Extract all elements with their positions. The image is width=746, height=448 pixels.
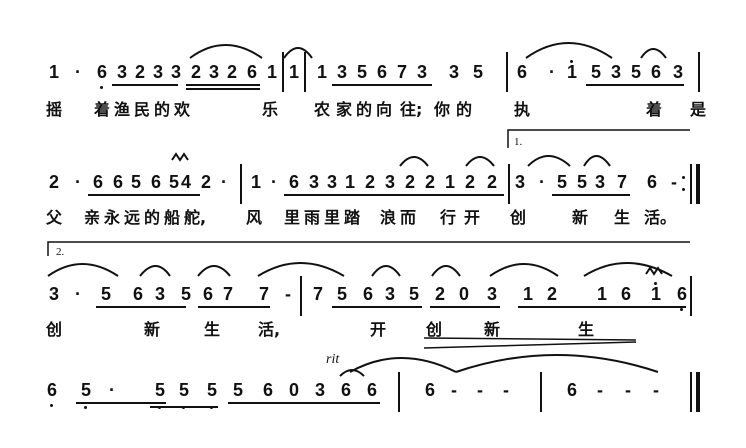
lyric-2-20: 活。 xyxy=(644,208,677,227)
lyric-2-13: 浪 xyxy=(380,208,397,227)
lyric-2-15: 行 xyxy=(440,208,457,227)
lyric-2-10: 雨 xyxy=(304,208,321,227)
lyric-2-12: 踏 xyxy=(344,208,361,227)
lyric-1-11: 向 xyxy=(376,100,393,119)
lyric-3-4: 活, xyxy=(258,320,281,339)
lyric-2-11: 里 xyxy=(324,208,341,227)
lyric-2-1: 父 xyxy=(46,208,63,227)
lyric-3-3: 生 xyxy=(204,320,221,339)
lyric-2-2: 亲 xyxy=(84,208,101,227)
lyric-2-17: 创 xyxy=(510,208,527,227)
lyric-3-5: 开 xyxy=(370,320,387,339)
lyric-3-6: 创 xyxy=(426,320,443,339)
slurs-row-1 xyxy=(189,42,667,59)
lyric-1-14: 的 xyxy=(456,100,473,119)
lyric-3-8: 生 xyxy=(578,320,595,339)
slurs-row-3 xyxy=(47,241,690,349)
notes-row-1: 1 · 6 3 2 3 3 2 3 2 6 1 1 1 3 5 6 7 3 3 … xyxy=(48,62,683,82)
lyric-1-5: 的 xyxy=(154,100,171,119)
lyric-2-8: 风 xyxy=(246,208,263,227)
lyric-1-16: 着 xyxy=(646,100,663,119)
lyric-3-7: 新 xyxy=(484,320,501,339)
lyric-1-8: 农 xyxy=(314,100,331,119)
lyric-2-9: 里 xyxy=(284,208,301,227)
lyric-1-2: 着 xyxy=(94,100,111,119)
lyric-3-2: 新 xyxy=(144,320,161,339)
lyric-1-4: 民 xyxy=(134,100,151,119)
lyric-1-7: 乐 xyxy=(262,100,279,119)
lyric-2-18: 新 xyxy=(572,208,589,227)
slurs-row-2 xyxy=(171,129,690,167)
lyric-1-3: 渔 xyxy=(114,100,131,119)
lyric-1-13: 你 xyxy=(434,100,451,119)
lyric-2-16: 开 xyxy=(464,208,481,227)
lyric-2-6: 船 xyxy=(164,208,181,227)
lyric-2-19: 生 xyxy=(614,208,631,227)
lyric-2-14: 而 xyxy=(400,208,417,227)
volta-2: 2. xyxy=(56,246,65,258)
lyric-1-9: 家 xyxy=(336,100,353,119)
lyric-1-17: 是 xyxy=(690,100,707,119)
lyric-2-7: 舵, xyxy=(184,208,207,227)
lyric-1-6: 欢 xyxy=(174,100,191,119)
notes-row-3: 3 · 5 6 3 5 6 7 7 - 7 5 6 3 5 2 0 3 1 2 … xyxy=(48,284,687,304)
lyric-2-3: 永 xyxy=(104,208,121,227)
lyric-2-5: 的 xyxy=(144,208,161,227)
notes-row-4: 6 5 · 5 5 5 5 6 0 3 6 6 6 - - - 6 - - - xyxy=(46,380,659,400)
lyric-2-4: 远 xyxy=(124,208,141,227)
lyric-1-1: 摇 xyxy=(46,100,63,119)
lyric-1-15: 执 xyxy=(514,100,531,119)
rit-marking: rit xyxy=(326,352,340,367)
lyric-3-1: 创 xyxy=(46,320,63,339)
volta-1: 1. xyxy=(514,136,523,148)
notes-row-2: 2 · 6 6 5 6 5 4 2 · 1 · 6 3 3 1 2 3 2 2 … xyxy=(48,172,677,192)
lyric-1-10: 的 xyxy=(356,100,373,119)
lyric-1-12: 往; xyxy=(400,100,423,119)
